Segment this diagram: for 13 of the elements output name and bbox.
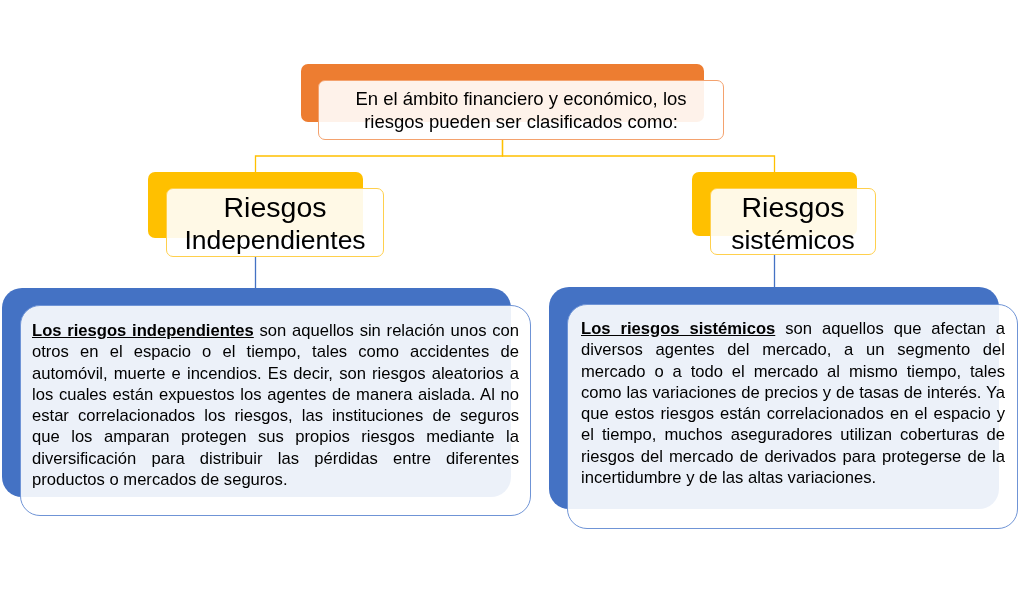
description-text: Los riesgos independientes son aquellos sin relación unos con otros en el espacio o el tiempo, tales como accidentes de automóvil, muerte e incendios. Es decir, son riesgos aleatorios a los cuales están expuestos los agentes de manera aislada. Al no estar correlacionados los riesgos, las instituciones de seguros que los amparan protegen sus propios riesgos mediante la diversificación para distribuir las pérdidas entre diferentes productos o mercados de seguros. <box>32 320 519 491</box>
category-title: Riesgos <box>222 191 328 223</box>
connector-line <box>773 254 776 288</box>
category-subtitle: Independientes <box>183 225 367 255</box>
category-title: Riesgos <box>740 191 846 223</box>
connector-line <box>254 256 257 289</box>
tabbed-category-box <box>148 172 384 257</box>
tabbed-title-box <box>301 64 724 140</box>
description-text: Los riesgos sistémicos son aquellos que afectan a diversos agentes del mercado, a un segmento del mercado o a todo el mercado al mismo tiempo, tales como las variaciones de precios y de tasas de interés. Ya que estos riesgos están correlacionados en el espacio y el tiempo, muchos aseguradores utilizan coberturas de riesgos del mercado de derivados para protegerse de la incertidumbre y de las altas variaciones. <box>581 318 1005 489</box>
heading-text: En el ámbito financiero y económico, los riesgos pueden ser clasificados como: <box>354 87 688 133</box>
tabbed-category-box <box>692 172 876 255</box>
connector-line <box>501 139 776 173</box>
category-subtitle: sistémicos <box>730 225 856 255</box>
